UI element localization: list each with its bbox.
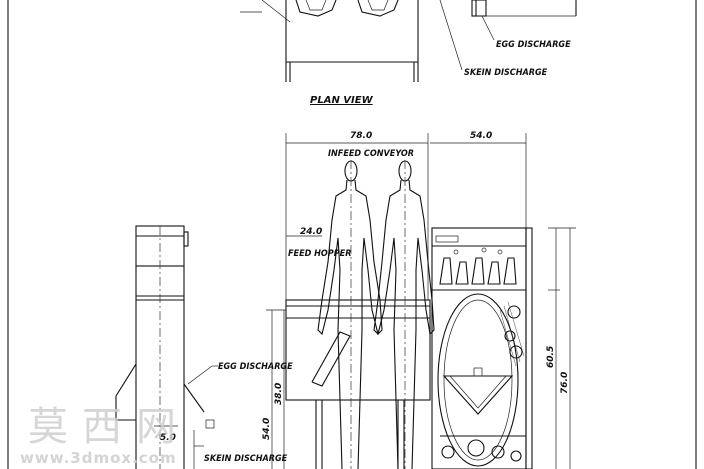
sheet-border <box>7 0 697 469</box>
dim-infeed-width: 78.0 <box>350 131 372 141</box>
plan-skein-discharge-label: SKEIN DISCHARGE <box>464 68 548 78</box>
dim-machine-width: 54.0 <box>470 131 492 141</box>
watermark-url: www.3dmox.com <box>20 449 177 467</box>
plan-egg-discharge-label: EGG DISCHARGE <box>496 40 571 50</box>
plan-view-title: PLAN VIEW <box>310 95 374 106</box>
feed-hopper-label: FEED HOPPER <box>288 249 351 259</box>
watermark-chinese: 莫西网 <box>28 404 190 450</box>
human-figure-left <box>317 160 383 469</box>
roller-row <box>439 247 517 285</box>
dim-side-small: 5.0 <box>160 433 176 443</box>
chain-drive <box>499 301 525 367</box>
dim-conveyor-height: 54.0 <box>262 418 272 440</box>
dim-machine-height: 60.5 <box>546 346 556 368</box>
infeed-conveyor-label: INFEED CONVEYOR <box>328 149 414 159</box>
dim-hopper-width: 24.0 <box>300 227 322 237</box>
front-view <box>266 133 576 469</box>
side-view <box>115 225 218 469</box>
side-skein-discharge-label: SKEIN DISCHARGE <box>204 454 288 464</box>
side-egg-discharge-label: EGG DISCHARGE <box>218 362 293 372</box>
plan-view <box>240 0 577 82</box>
human-figure-right <box>373 160 435 469</box>
dim-overall-height: 76.0 <box>560 372 570 394</box>
dim-hopper-height: 38.0 <box>274 383 284 405</box>
